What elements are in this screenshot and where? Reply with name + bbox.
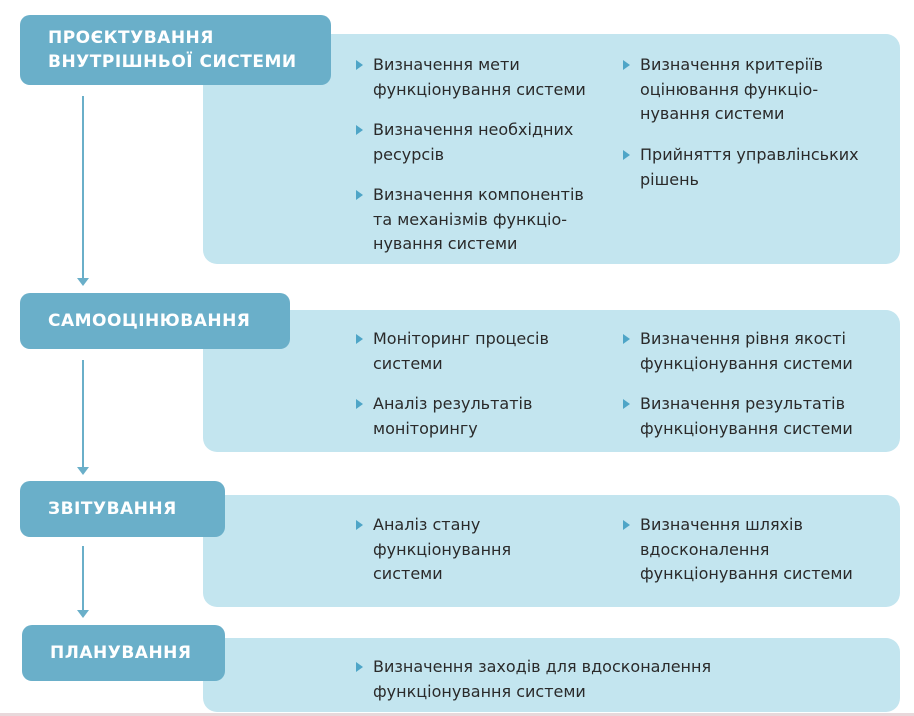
triangle-bullet-icon: [356, 662, 363, 672]
list-item: Аналіз стану функціонування системи: [356, 513, 511, 587]
list-item: Визначення критеріїв оцінювання функціо-…: [623, 53, 823, 127]
list-item: Визначення рівня якості функціонування с…: [623, 327, 853, 376]
list-item: Визначення результатів функціонування си…: [623, 392, 853, 441]
list-item: Визначення мети функціонування системи: [356, 53, 586, 102]
triangle-bullet-icon: [623, 334, 630, 344]
triangle-bullet-icon: [623, 399, 630, 409]
stage-title-line: ЗВІТУВАННЯ: [48, 499, 177, 519]
list-item: Моніторинг процесів системи: [356, 327, 549, 376]
stage-title-line: САМООЦІНЮВАННЯ: [48, 311, 251, 331]
content-box-reporting: [203, 495, 900, 607]
down-arrow-icon: [77, 96, 89, 286]
triangle-bullet-icon: [623, 520, 630, 530]
list-item: Визначення необхідних ресурсів: [356, 118, 573, 167]
stage-box-self-assessment: САМООЦІНЮВАННЯ: [20, 293, 290, 349]
triangle-bullet-icon: [356, 60, 363, 70]
list-item: Визначення шляхів вдосконалення функціон…: [623, 513, 853, 587]
content-box-planning: [203, 638, 900, 712]
stage-box-design: ПРОЄКТУВАННЯ ВНУТРІШНЬОЇ СИСТЕМИ: [20, 15, 331, 85]
stage-box-planning: ПЛАНУВАННЯ: [22, 625, 225, 681]
triangle-bullet-icon: [356, 520, 363, 530]
triangle-bullet-icon: [356, 399, 363, 409]
triangle-bullet-icon: [623, 150, 630, 160]
triangle-bullet-icon: [623, 60, 630, 70]
stage-title-line: ПРОЄКТУВАННЯ: [48, 28, 214, 48]
triangle-bullet-icon: [356, 190, 363, 200]
triangle-bullet-icon: [356, 334, 363, 344]
list-item: Аналіз результатів моніторингу: [356, 392, 532, 441]
list-item: Визначення заходів для вдосконалення фун…: [356, 655, 711, 704]
stage-box-reporting: ЗВІТУВАННЯ: [20, 481, 225, 537]
stage-title-line: ВНУТРІШНЬОЇ СИСТЕМИ: [48, 52, 297, 72]
list-item: Визначення компонентів та механізмів фун…: [356, 183, 584, 257]
down-arrow-icon: [77, 546, 89, 618]
list-item: Прийняття управлінських рішень: [623, 143, 859, 192]
stage-title-line: ПЛАНУВАННЯ: [50, 643, 192, 663]
down-arrow-icon: [77, 360, 89, 475]
triangle-bullet-icon: [356, 125, 363, 135]
bottom-border: [0, 713, 914, 716]
content-box-self-assessment: [203, 310, 900, 452]
